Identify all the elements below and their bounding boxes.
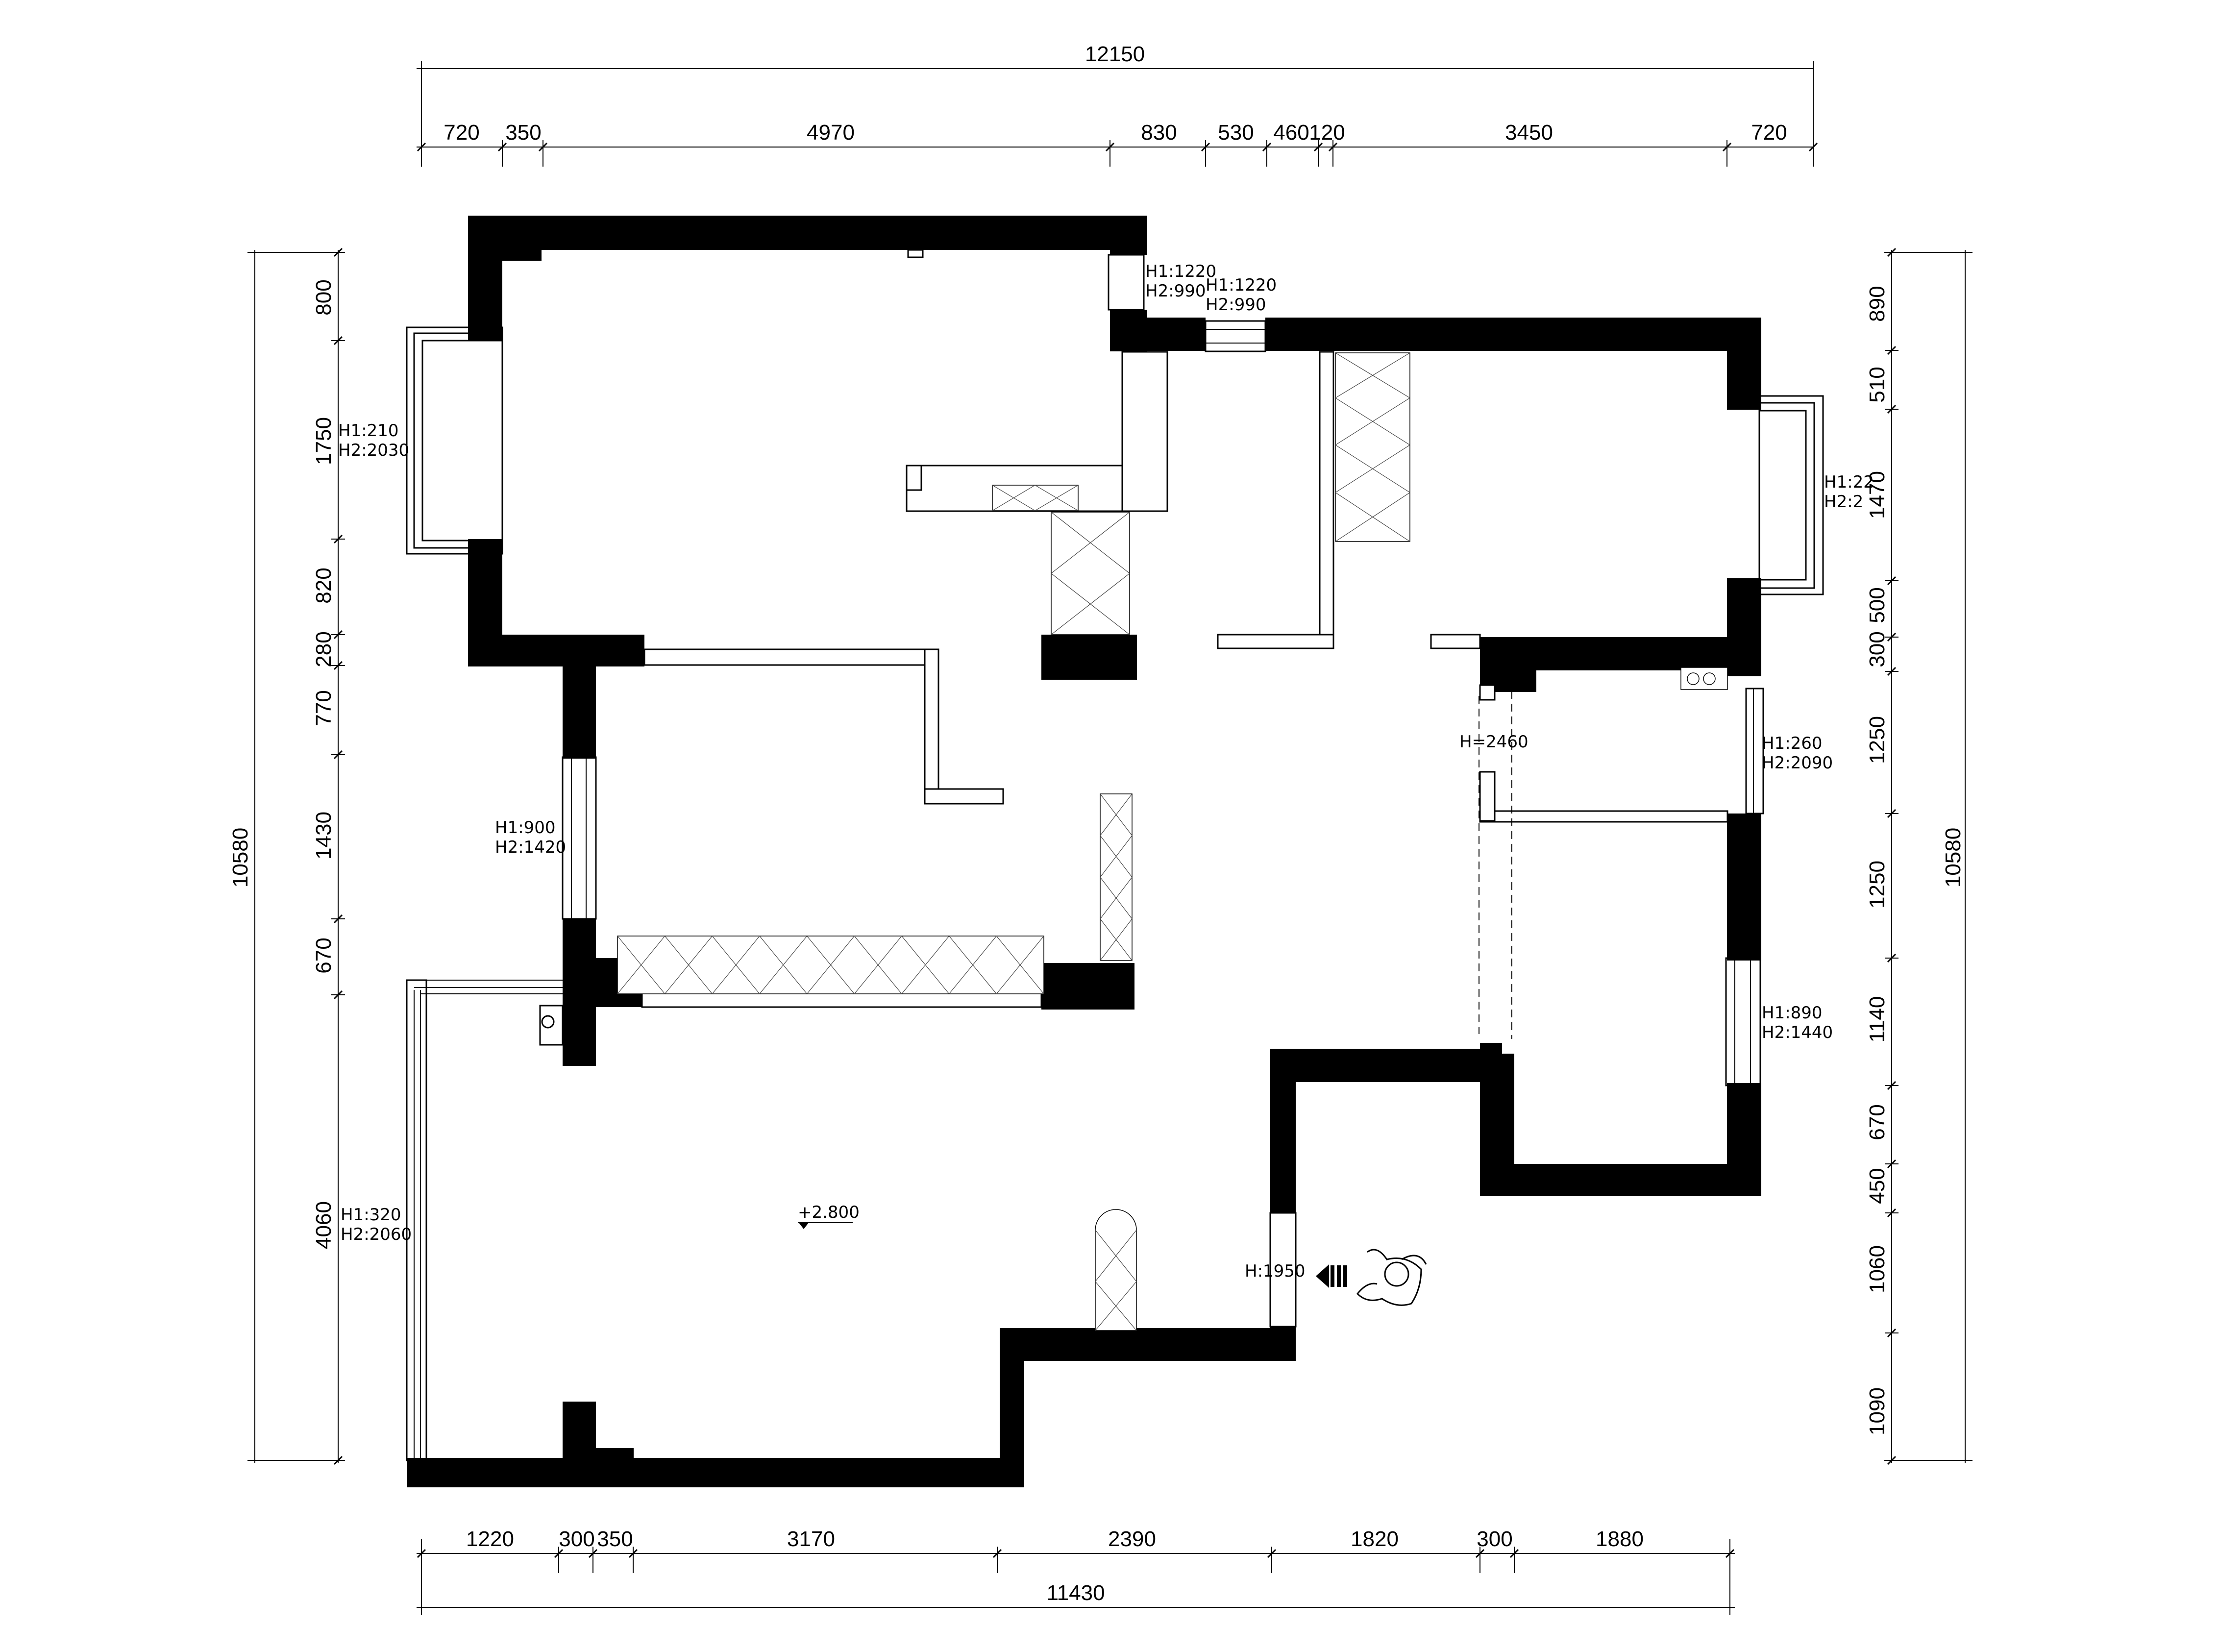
cabinet-cross bbox=[854, 936, 902, 994]
floor-level-marker: +2.800 bbox=[798, 1203, 860, 1229]
win-left-mid-h2: H2:1420 bbox=[495, 838, 566, 857]
bottom-dimension-labels: 1220 300 350 3170 2390 1820 300 1880 bbox=[466, 1527, 1644, 1551]
left-dim-3: 820 bbox=[312, 567, 336, 603]
top-total-dimension: 12150 bbox=[1085, 42, 1145, 66]
top-dim-3: 4970 bbox=[807, 121, 855, 145]
right-dim-11: 1060 bbox=[1865, 1245, 1889, 1293]
walls bbox=[407, 216, 1761, 1487]
right-dim-1: 890 bbox=[1865, 286, 1889, 321]
window-annotations: H1:1220 H2:990 H1:1220 H2:990 H1:210 H2:… bbox=[338, 262, 1874, 1281]
right-dimension-labels: 10580 890 510 1470 500 300 1250 1250 114… bbox=[1865, 286, 1965, 1435]
cabinet-cross bbox=[807, 936, 855, 994]
top-dim-4: 830 bbox=[1141, 121, 1177, 145]
partitions bbox=[539, 351, 1728, 1046]
right-dim-2: 510 bbox=[1865, 367, 1889, 402]
bottom-dim-2: 300 bbox=[559, 1527, 594, 1551]
top-dimension-labels: 720 350 4970 830 530 460 120 3450 720 bbox=[444, 121, 1787, 145]
right-dim-6: 1250 bbox=[1865, 716, 1889, 764]
top-dim-6: 460 bbox=[1273, 121, 1309, 145]
cabinet-cross bbox=[996, 936, 1044, 994]
cabinet-cross bbox=[901, 936, 950, 994]
right-total-dimension: 10580 bbox=[1941, 828, 1965, 888]
bottom-dim-7: 300 bbox=[1477, 1527, 1512, 1551]
bottom-dim-1: 1220 bbox=[466, 1527, 514, 1551]
win-right-top-h2: H2:2 bbox=[1824, 492, 1863, 512]
win-top-a-h2: H2:990 bbox=[1145, 281, 1206, 301]
win-left-top-h1: H1:210 bbox=[338, 421, 399, 441]
cabinet-cross bbox=[949, 936, 997, 994]
right-dim-8: 1140 bbox=[1865, 996, 1889, 1043]
floor-level-label: +2.800 bbox=[798, 1203, 860, 1222]
left-dim-6: 1430 bbox=[312, 812, 336, 860]
bottom-dim-4: 3170 bbox=[787, 1527, 835, 1551]
cabinet-cross bbox=[759, 936, 808, 994]
entry-arrow-icon bbox=[1316, 1264, 1347, 1288]
right-dim-3: 1470 bbox=[1865, 471, 1889, 519]
dimension-lines bbox=[247, 61, 1972, 1615]
windows bbox=[406, 254, 1824, 1461]
win-left-mid-h1: H1:900 bbox=[495, 818, 556, 838]
cabinet-cross bbox=[617, 936, 666, 994]
door-height-label: H=2460 bbox=[1459, 732, 1529, 752]
left-dimension-labels: 10580 800 1750 820 280 770 1430 670 4060 bbox=[228, 279, 336, 1249]
person-figure-icon bbox=[1356, 1249, 1427, 1306]
right-dim-7: 1250 bbox=[1865, 861, 1889, 909]
bottom-dim-3: 350 bbox=[597, 1527, 633, 1551]
bottom-dim-6: 1820 bbox=[1351, 1527, 1399, 1551]
top-dim-7: 120 bbox=[1309, 121, 1345, 145]
entry-height-label: H:1950 bbox=[1245, 1261, 1306, 1281]
cabinets bbox=[617, 352, 1728, 1331]
left-dim-8: 4060 bbox=[312, 1201, 336, 1249]
win-top-b-h2: H2:990 bbox=[1206, 295, 1266, 315]
top-dim-9: 720 bbox=[1751, 121, 1787, 145]
top-dim-2: 350 bbox=[505, 121, 541, 145]
top-dim-8: 3450 bbox=[1505, 121, 1553, 145]
left-dim-1: 800 bbox=[312, 279, 336, 315]
win-left-low-h2: H2:2060 bbox=[341, 1225, 412, 1244]
left-dim-4: 280 bbox=[312, 631, 336, 667]
right-dim-9: 670 bbox=[1865, 1104, 1889, 1140]
top-dim-5: 530 bbox=[1218, 121, 1254, 145]
win-right-mid-h2: H2:2090 bbox=[1762, 753, 1833, 773]
bottom-total-dimension: 11430 bbox=[1046, 1581, 1105, 1605]
win-right-low-h1: H1:890 bbox=[1762, 1003, 1823, 1023]
left-dim-7: 670 bbox=[312, 937, 336, 973]
win-left-low-h1: H1:320 bbox=[341, 1205, 401, 1225]
right-dim-5: 300 bbox=[1865, 631, 1889, 667]
win-top-b-h1: H1:1220 bbox=[1206, 275, 1277, 295]
win-top-a-h1: H1:1220 bbox=[1145, 262, 1216, 281]
top-dim-1: 720 bbox=[444, 121, 479, 145]
right-dim-12: 1090 bbox=[1865, 1387, 1889, 1435]
win-left-top-h2: H2:2030 bbox=[338, 441, 409, 460]
left-dim-2: 1750 bbox=[312, 417, 336, 465]
bottom-dim-5: 2390 bbox=[1108, 1527, 1156, 1551]
right-dim-4: 500 bbox=[1865, 587, 1889, 623]
right-dim-10: 450 bbox=[1865, 1168, 1889, 1204]
cabinet-cross bbox=[712, 936, 760, 994]
win-right-low-h2: H2:1440 bbox=[1762, 1023, 1833, 1042]
win-right-mid-h1: H1:260 bbox=[1762, 734, 1823, 753]
left-dim-5: 770 bbox=[312, 690, 336, 726]
cabinet-cross bbox=[665, 936, 713, 994]
bottom-dim-8: 1880 bbox=[1596, 1527, 1644, 1551]
left-total-dimension: 10580 bbox=[228, 828, 252, 888]
win-right-top-h1: H1:22 bbox=[1824, 472, 1874, 492]
